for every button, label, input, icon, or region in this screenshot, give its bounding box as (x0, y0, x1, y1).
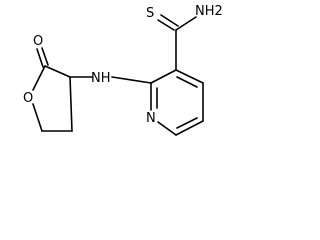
bridge-nh-label: NH (91, 71, 111, 86)
bond-c2-nh (111, 76, 152, 84)
bond-cthio-nh2 (175, 16, 197, 31)
bond-cc-co-b (41, 47, 49, 66)
bond-n1-c6 (157, 121, 177, 136)
sulfur-label: S (146, 6, 154, 21)
carbonyl-oxygen-label: O (33, 34, 43, 49)
bond-ca-cc (44, 65, 71, 78)
bond-oring-ch2 (32, 103, 43, 132)
bond-c4-c3 (175, 69, 204, 84)
bond-cc-oring (32, 65, 46, 91)
chemical-structure: S NH2 NH O O N (23, 4, 223, 136)
bond-cc-co-a (36, 48, 44, 68)
atom-labels: S NH2 NH O O N (23, 4, 223, 126)
bond-c6-c5-inner (176, 117, 198, 129)
bond-ch2-ca (69, 76, 73, 132)
bonds (32, 14, 204, 136)
bond-c4-c3-inner (176, 76, 198, 88)
pyridine-nitrogen-label: N (146, 111, 156, 126)
bond-c3-c2 (150, 69, 177, 84)
bond-c6-c5 (175, 120, 204, 136)
amide-nh2-label: NH2 (195, 4, 223, 19)
bond-cthio-s-a (157, 19, 175, 31)
bond-cthio-s-b (160, 14, 179, 27)
ring-oxygen-label: O (23, 91, 33, 106)
